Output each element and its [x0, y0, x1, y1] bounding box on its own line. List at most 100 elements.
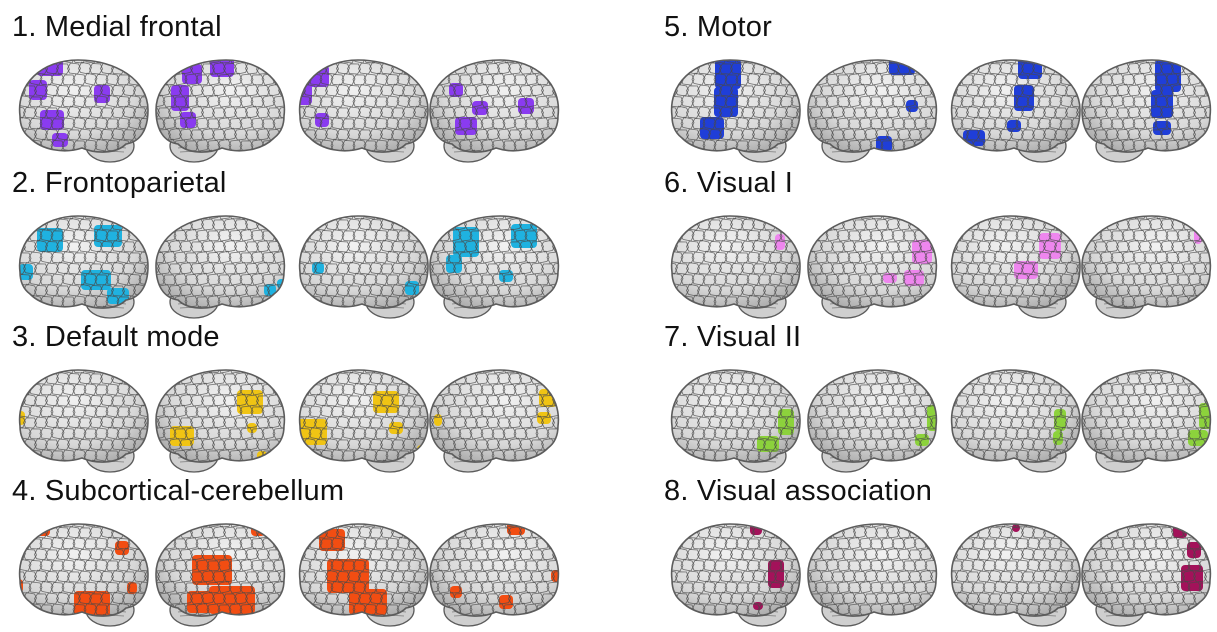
parcel-outline — [804, 440, 812, 450]
parcel-outline — [920, 615, 933, 626]
parcel-outline — [520, 150, 533, 162]
parcel-outline — [18, 604, 31, 615]
parcel-outline — [13, 307, 26, 318]
parcel-outline — [692, 210, 705, 219]
brain-surface-left-medial — [292, 364, 432, 476]
parcel-outline — [145, 439, 153, 450]
parcel-outline — [18, 210, 31, 219]
parcel-outline — [837, 54, 850, 63]
parcel-outline — [426, 296, 428, 307]
parcel-outline — [426, 230, 439, 241]
parcel-outline — [804, 210, 817, 219]
parcel-outline — [542, 219, 555, 230]
parcel-outline — [152, 439, 160, 450]
parcel-outline — [448, 54, 461, 63]
parcel-outline — [145, 307, 153, 318]
parcel-outline — [268, 220, 281, 230]
parcel-outline — [670, 140, 683, 151]
parcel-outline — [24, 62, 37, 74]
parcel-outline — [348, 150, 361, 162]
parcel-outline — [224, 615, 237, 626]
parcel-outline — [769, 364, 782, 373]
brain-view-right-lateral — [1078, 364, 1217, 476]
parcel-outline — [12, 297, 20, 307]
network-parcel — [920, 524, 928, 532]
parcel-outline — [670, 54, 683, 63]
network-parcel — [450, 586, 462, 598]
parcel-outline — [386, 210, 399, 219]
parcel-outline — [46, 461, 59, 472]
parcel-outline — [426, 373, 434, 384]
parcel-outline — [229, 625, 242, 630]
parcel-outline — [134, 62, 147, 74]
parcel-outline — [292, 74, 300, 85]
parcel-outline — [152, 560, 154, 571]
parcel-outline — [448, 518, 461, 527]
parcel-outline — [950, 451, 963, 461]
parcel-outline — [12, 518, 20, 527]
parcel-outline — [18, 296, 31, 307]
parcel-outline — [40, 626, 53, 630]
brain-view-left-medial — [944, 54, 1084, 166]
parcel-outline — [185, 626, 198, 630]
parcel-outline — [68, 462, 81, 472]
brain-surface-right-lateral — [426, 54, 566, 166]
parcel-outline — [1060, 210, 1073, 219]
parcel-outline — [57, 616, 70, 626]
parcel-outline — [925, 518, 938, 527]
parcel-outline — [1038, 364, 1051, 373]
brain-surface-left-lateral — [12, 518, 152, 630]
parcel-outline — [956, 150, 969, 162]
parcel-outline — [152, 307, 160, 318]
parcel-outline — [1100, 364, 1113, 373]
parcel-outline — [553, 151, 566, 162]
parcel-outline — [158, 526, 171, 538]
parcel-outline — [936, 626, 944, 630]
parcel-outline — [536, 518, 549, 527]
parcel-outline — [665, 219, 678, 230]
parcel-outline — [326, 460, 339, 472]
parcel-outline — [936, 364, 944, 373]
parcel-outline — [810, 374, 823, 384]
parcel-outline — [1078, 139, 1080, 151]
parcel-outline — [414, 151, 427, 162]
parcel-outline — [945, 373, 958, 384]
parcel-outline — [273, 385, 286, 395]
parcel-outline — [804, 364, 817, 373]
parcel-outline — [1183, 307, 1196, 318]
parcel-outline — [1078, 54, 1080, 63]
parcel-outline — [320, 518, 333, 527]
parcel-outline — [925, 450, 938, 461]
parcel-outline — [292, 252, 300, 263]
parcel-outline — [257, 461, 270, 472]
parcel-outline — [292, 406, 300, 417]
parcel-outline — [139, 54, 152, 63]
parcel-outline — [898, 461, 911, 472]
parcel-outline — [284, 252, 292, 263]
parcel-outline — [273, 538, 286, 549]
parcel-outline — [914, 364, 927, 373]
parcel-outline — [12, 118, 20, 129]
parcel-outline — [870, 625, 883, 630]
parcel-outline — [185, 518, 198, 527]
parcel-outline — [786, 151, 799, 162]
parcel-outline — [1078, 285, 1086, 296]
parcel-outline — [293, 461, 306, 472]
parcel-outline — [1066, 219, 1079, 230]
parcel-outline — [989, 460, 1002, 472]
parcel-outline — [68, 307, 81, 318]
parcel-outline — [804, 285, 812, 296]
parcel-outline — [780, 518, 793, 527]
parcel-outline — [257, 616, 270, 626]
parcel-outline — [284, 429, 292, 439]
parcel-outline — [185, 210, 198, 219]
parcel-outline — [664, 582, 672, 593]
parcel-outline — [1194, 219, 1207, 230]
parcel-outline — [1078, 450, 1091, 461]
parcel-outline — [246, 615, 259, 626]
parcel-outline — [1078, 428, 1080, 439]
parcel-outline — [24, 308, 37, 318]
parcel-outline — [163, 210, 176, 219]
parcel-outline — [273, 605, 286, 615]
parcel-outline — [1199, 364, 1212, 373]
